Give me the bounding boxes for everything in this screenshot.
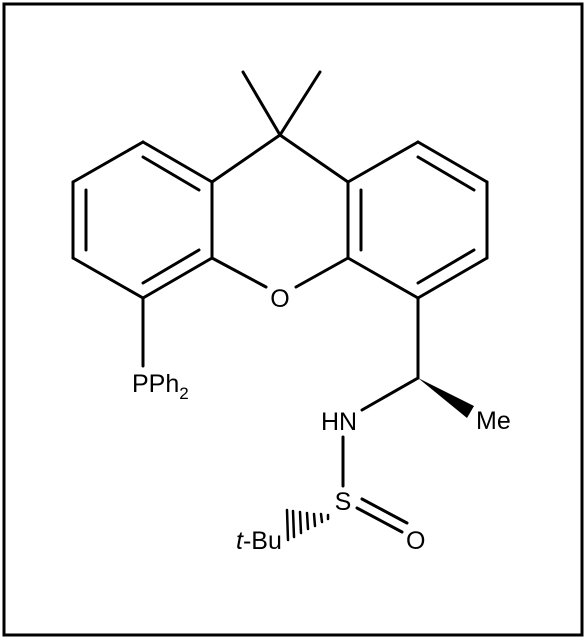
wedge-bond-methyl xyxy=(418,378,474,418)
gem-dimethyl-bonds xyxy=(241,70,322,137)
tert-butyl-label: t-Bu xyxy=(236,527,282,555)
phosphine-main-text: PPh xyxy=(132,370,179,398)
central-ring-bonds xyxy=(210,133,350,289)
right-benzene-ring xyxy=(346,140,489,300)
left-benzene-ring xyxy=(71,140,214,300)
ring-oxygen-label: O xyxy=(270,285,289,313)
amine-label: HN xyxy=(321,408,357,436)
sulfur-label: S xyxy=(335,488,352,516)
phosphine-subscript: 2 xyxy=(179,384,188,403)
phosphine-label: PPh2 xyxy=(132,370,189,403)
side-chain-bonds xyxy=(341,296,420,534)
methyl-label: Me xyxy=(476,407,511,435)
tert-butyl-prefix: t xyxy=(236,527,244,555)
hashed-bond-tbutyl xyxy=(285,508,330,542)
sulfinyl-oxygen-label: O xyxy=(406,527,425,555)
tert-butyl-suffix: -Bu xyxy=(243,527,282,555)
